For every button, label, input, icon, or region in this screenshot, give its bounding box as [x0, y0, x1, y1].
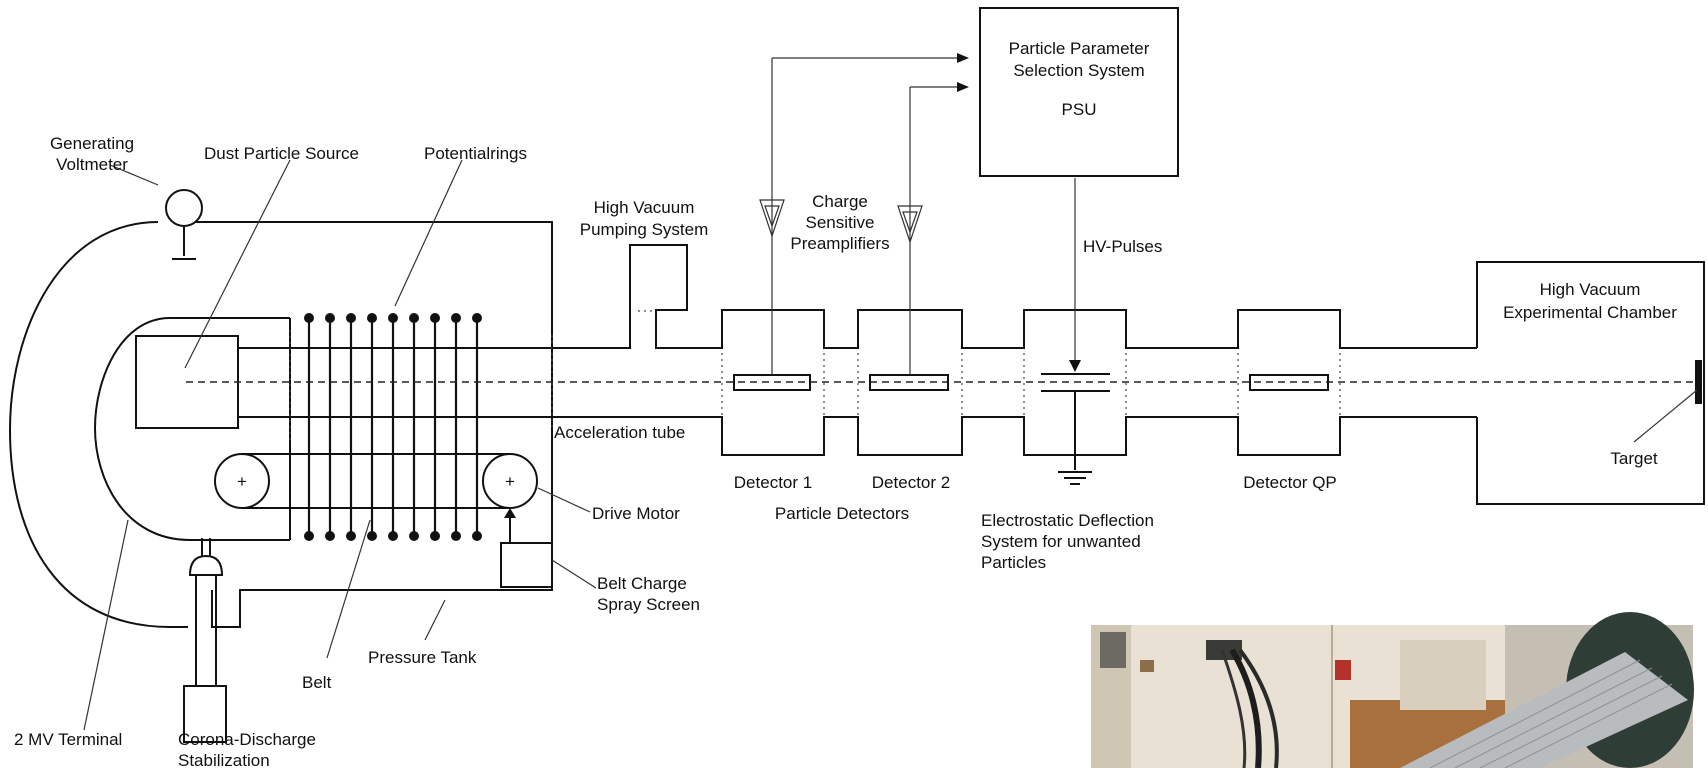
label-acceleration-tube: Acceleration tube: [554, 423, 685, 442]
label-pps-2: Selection System: [1013, 61, 1144, 80]
ring-terminal-dot: [325, 531, 335, 541]
label-deflection-2: System for unwanted: [981, 532, 1141, 551]
label-voltmeter: Voltmeter: [56, 155, 128, 174]
label-dust-particle-source: Dust Particle Source: [204, 144, 359, 163]
label-charge: Charge: [812, 192, 868, 211]
ring-terminal-dot: [451, 313, 461, 323]
belt-charge-spray-screen: [501, 508, 596, 588]
ring-terminal-dot: [367, 531, 377, 541]
ring-terminal-dot: [430, 531, 440, 541]
potential-rings: [304, 313, 482, 541]
target-block: [1695, 360, 1702, 404]
ring-terminal-dot: [346, 313, 356, 323]
ring-terminal-dot: [451, 531, 461, 541]
label-detector-1: Detector 1: [734, 473, 812, 492]
belt: + +: [215, 454, 537, 508]
ring-terminal-dot: [325, 313, 335, 323]
pulley-symbol: +: [505, 472, 515, 491]
label-psu: PSU: [1062, 100, 1097, 119]
label-generating: Generating: [50, 134, 134, 153]
label-particle-detectors: Particle Detectors: [775, 504, 909, 523]
label-pressure-tank: Pressure Tank: [368, 648, 477, 667]
label-belt-charge-1: Belt Charge: [597, 574, 687, 593]
generating-voltmeter: [110, 165, 202, 259]
label-hv-pumping-2: Pumping System: [580, 220, 709, 239]
label-hv-pumping-1: High Vacuum: [594, 198, 695, 217]
pressure-tank: [10, 222, 552, 627]
label-chamber-2: Experimental Chamber: [1503, 303, 1677, 322]
label-potentialrings: Potentialrings: [424, 144, 527, 163]
label-pps-1: Particle Parameter: [1009, 39, 1150, 58]
ring-terminal-dot: [304, 313, 314, 323]
beamline-top-wall: [552, 245, 1477, 348]
beam-separators: [290, 330, 1340, 440]
accelerator-photo: [1091, 612, 1694, 768]
label-terminal: 2 MV Terminal: [14, 730, 122, 749]
pulley-symbol: +: [237, 472, 247, 491]
ring-terminal-dot: [346, 531, 356, 541]
ring-terminal-dot: [304, 531, 314, 541]
ring-terminal-dot: [472, 531, 482, 541]
label-detector-qp: Detector QP: [1243, 473, 1337, 492]
label-belt-charge-2: Spray Screen: [597, 595, 700, 614]
dust-particle-source: [136, 160, 290, 428]
label-sensitive: Sensitive: [806, 213, 875, 232]
ring-terminal-dot: [430, 313, 440, 323]
label-chamber-1: High Vacuum: [1540, 280, 1641, 299]
label-deflection-1: Electrostatic Deflection: [981, 511, 1154, 530]
ring-terminal-dot: [409, 313, 419, 323]
ring-terminal-dot: [388, 313, 398, 323]
ring-terminal-dot: [409, 531, 419, 541]
label-corona-2: Stabilization: [178, 751, 270, 768]
beamline-bottom-wall: [552, 417, 1477, 455]
label-detector-2: Detector 2: [872, 473, 950, 492]
ring-terminal-dot: [388, 531, 398, 541]
label-deflection-3: Particles: [981, 553, 1046, 572]
deflection-system: [1041, 178, 1110, 484]
corona-discharge-assembly: [184, 538, 226, 742]
label-corona-1: Corona-Discharge: [178, 730, 316, 749]
label-belt: Belt: [302, 673, 332, 692]
label-preamplifiers: Preamplifiers: [790, 234, 889, 253]
ring-terminal-dot: [367, 313, 377, 323]
ring-terminal-dot: [472, 313, 482, 323]
label-drive-motor: Drive Motor: [592, 504, 680, 523]
label-target: Target: [1610, 449, 1658, 468]
psu-box: [980, 8, 1178, 176]
label-hv-pulses: HV-Pulses: [1083, 237, 1162, 256]
